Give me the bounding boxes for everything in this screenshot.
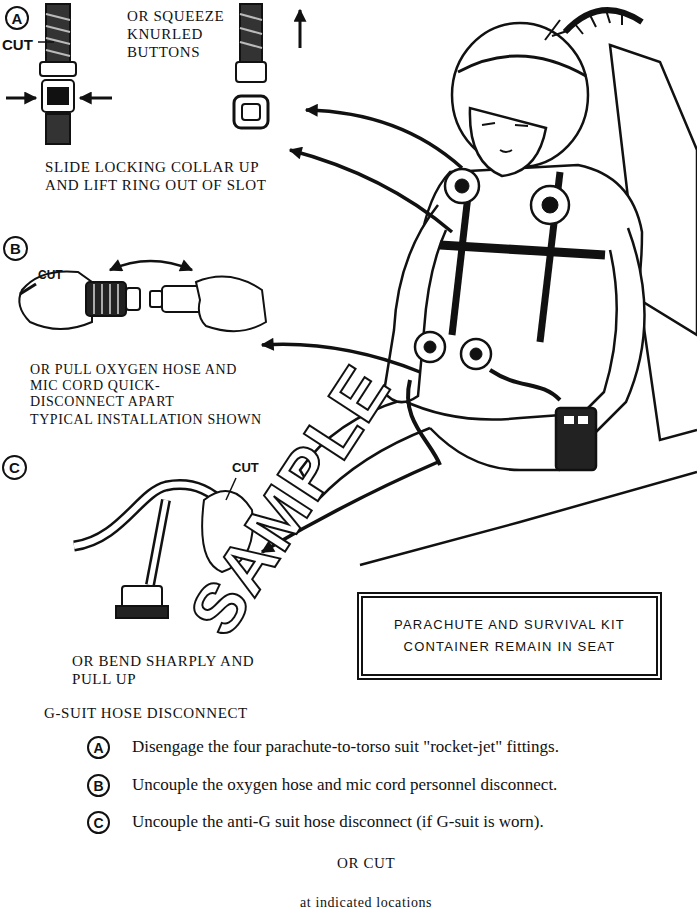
instruction-note: OR PULL OXYGEN HOSE AND MIC CORD QUICK-D… <box>30 362 252 410</box>
instruction-note: OR BEND SHARPLY AND PULL UP <box>72 652 257 688</box>
cut-label: CUT <box>232 460 259 475</box>
squeeze-arrow <box>6 97 36 100</box>
oxygen-hose <box>490 370 560 400</box>
buckle-body <box>42 80 74 112</box>
locking-collar <box>236 62 266 82</box>
visor-edge <box>458 56 586 76</box>
handle-stripes <box>575 10 622 34</box>
left-arm <box>384 205 446 402</box>
fitting-core <box>470 348 482 360</box>
knurled-socket <box>86 282 126 316</box>
chest-strap <box>440 245 605 255</box>
instruction-note: SLIDE LOCKING COLLAR UP AND LIFT RING OU… <box>45 158 273 194</box>
rocket-jet-fitting <box>531 186 569 224</box>
ring <box>234 96 268 128</box>
hose-connector <box>150 500 166 585</box>
rocket-jet-fitting <box>415 332 445 362</box>
buckle-slot <box>48 88 68 104</box>
callout-letter: C <box>93 816 103 830</box>
box-text: PARACHUTE AND SURVIVAL KIT CONTAINER REM… <box>379 614 641 658</box>
right-hand <box>196 277 266 332</box>
fitting-core <box>542 197 558 213</box>
callout-letter-circle: B <box>87 774 110 797</box>
callout-letter: C <box>9 460 20 475</box>
callout-letter-circle: A <box>5 6 29 30</box>
ring-inner <box>242 104 260 120</box>
plug-tip <box>150 291 162 307</box>
hose-connector-inner <box>150 500 166 585</box>
note-box: PARACHUTE AND SURVIVAL KIT CONTAINER REM… <box>357 592 662 680</box>
callout-letter-circle: A <box>87 736 110 759</box>
step-text: Uncouple the anti-G suit hose disconnect… <box>132 812 544 832</box>
cut-label: CUT <box>38 268 63 282</box>
fitting-core <box>424 341 436 353</box>
strap <box>46 114 70 144</box>
harness <box>408 169 605 465</box>
callout-arrow <box>290 150 452 232</box>
buckle-collar <box>40 62 76 76</box>
lap <box>430 428 560 470</box>
fitting-core <box>455 179 469 193</box>
callout-letter-circle: C <box>2 455 27 480</box>
callout-letter: B <box>93 779 103 793</box>
leader-line <box>226 478 236 500</box>
lift-arrow <box>299 10 302 48</box>
connector-base <box>122 586 162 608</box>
buckle-detail <box>6 4 112 144</box>
callout-letter: B <box>10 241 21 256</box>
squeeze-arrow <box>80 97 112 100</box>
seat-edge <box>360 472 697 565</box>
helmet-detail <box>545 20 570 40</box>
seat-side <box>640 300 697 440</box>
control-stick <box>556 408 596 470</box>
stick-button <box>578 416 588 424</box>
cut-mark <box>20 284 36 294</box>
callout-letter-circle: B <box>3 236 28 261</box>
stick-button <box>564 416 574 424</box>
strap <box>46 4 70 62</box>
strap-weave <box>240 14 262 48</box>
rocket-jet-fitting <box>461 339 491 369</box>
connector-plate <box>116 606 168 618</box>
step-text: Disengage the four parachute-to-torso su… <box>132 737 559 757</box>
cut-label: CUT <box>2 36 33 54</box>
strap <box>240 4 262 64</box>
ejection-seat <box>360 10 697 565</box>
right-arm <box>578 228 645 432</box>
ring-detail <box>234 4 300 128</box>
callout-arrow <box>306 110 462 168</box>
section-title: G-SUIT HOSE DISCONNECT <box>44 704 248 722</box>
leader-line <box>38 41 54 43</box>
plug-body <box>162 286 202 312</box>
pull-apart-arrow <box>110 261 192 270</box>
footnote: at indicated locations <box>300 895 432 911</box>
face <box>470 108 546 176</box>
strap-weave <box>46 14 70 56</box>
or-cut-note: OR CUT <box>337 854 395 872</box>
seat-handle <box>565 10 642 32</box>
installation-note: TYPICAL INSTALLATION SHOWN <box>30 412 262 428</box>
instruction-note: OR SQUEEZE KNURLED BUTTONS <box>127 7 245 61</box>
face-features <box>482 123 528 152</box>
callout-letter-circle: C <box>87 811 110 834</box>
callout-letter: A <box>12 11 23 26</box>
socket-ring <box>126 288 140 310</box>
rocket-jet-fitting <box>445 169 479 203</box>
g-suit-hose <box>408 380 440 465</box>
step-text: Uncouple the oxygen hose and mic cord pe… <box>132 775 557 795</box>
callout-letter: A <box>93 741 103 755</box>
quick-disconnect-detail <box>19 261 266 331</box>
knurling <box>94 284 118 314</box>
